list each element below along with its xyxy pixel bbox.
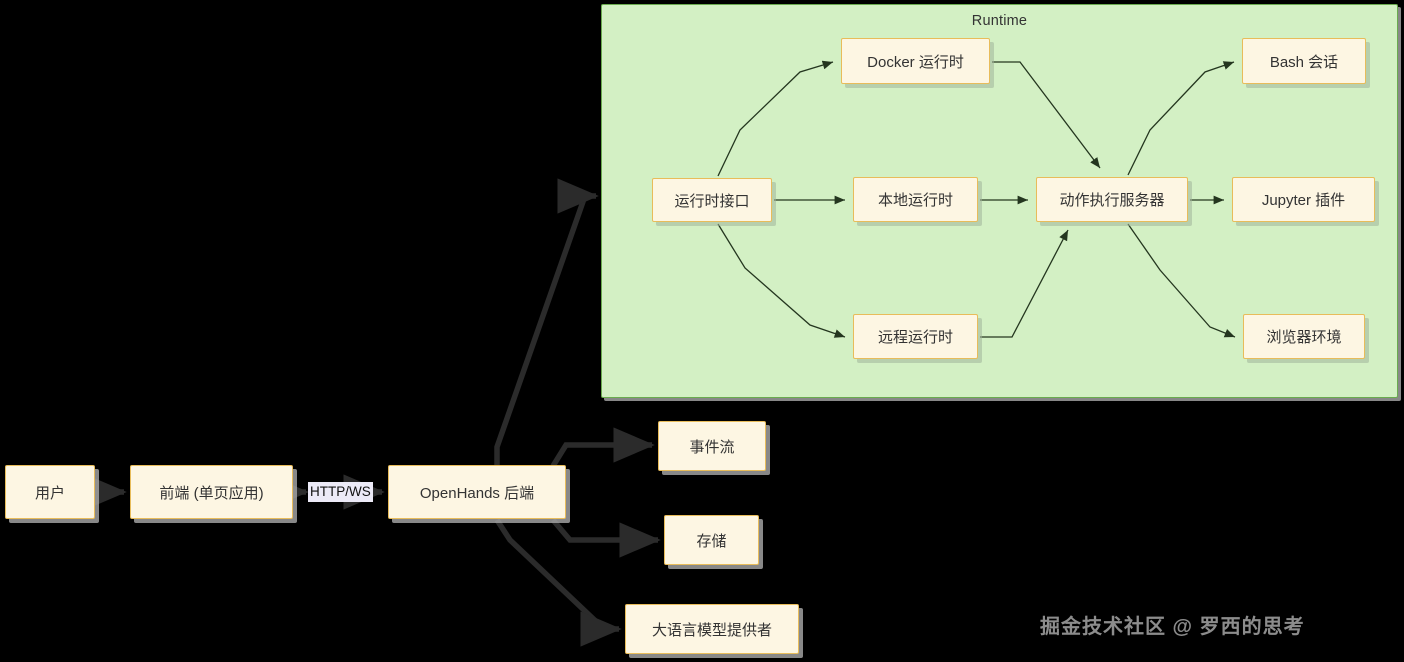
node-backend[interactable]: OpenHands 后端: [388, 465, 566, 519]
edge-backend-storage: [550, 518, 661, 558]
watermark: 掘金技术社区 @ 罗西的思考: [1040, 610, 1305, 639]
node-jupyter-plugin[interactable]: Jupyter 插件: [1232, 177, 1375, 222]
node-remote-runtime-label: 远程运行时: [877, 329, 953, 346]
node-runtime-interface-label: 运行时接口: [674, 192, 750, 210]
edge-label-http-ws-text: HTTP/WS: [310, 484, 371, 499]
edge-remote-actionexec: [980, 229, 1069, 338]
node-docker-runtime[interactable]: Docker 运行时: [841, 38, 990, 84]
node-event-stream[interactable]: 事件流: [658, 421, 766, 471]
node-frontend-label: 前端 (单页应用): [159, 484, 264, 502]
edge-label-http-ws: HTTP/WS: [308, 482, 373, 503]
edge-backend-eventstream: [550, 427, 655, 468]
node-local-runtime-label: 本地运行时: [877, 192, 953, 209]
node-local-runtime[interactable]: 本地运行时: [853, 177, 978, 222]
node-action-execution-server[interactable]: 动作执行服务器: [1036, 177, 1188, 222]
node-user-label: 用户: [34, 484, 65, 502]
node-storage[interactable]: 存储: [664, 515, 759, 565]
node-browser-environment[interactable]: 浏览器环境: [1243, 314, 1365, 359]
node-storage-label: 存储: [696, 532, 727, 550]
node-docker-runtime-label: Docker 运行时: [867, 53, 964, 71]
edge-backend-llm: [494, 518, 622, 647]
node-browser-environment-label: 浏览器环境: [1266, 329, 1342, 346]
edge-docker-actionexec: [992, 61, 1101, 169]
node-event-stream-label: 事件流: [689, 438, 735, 456]
edge-rtinterface-docker: [717, 60, 834, 177]
watermark-text: 掘金技术社区 @ 罗西的思考: [1040, 616, 1305, 638]
node-remote-runtime[interactable]: 远程运行时: [853, 314, 978, 359]
node-user[interactable]: 用户: [5, 465, 95, 519]
node-runtime-interface[interactable]: 运行时接口: [652, 178, 772, 222]
runtime-subgraph-title: Runtime: [971, 13, 1028, 29]
node-llm-provider[interactable]: 大语言模型提供者: [625, 604, 799, 654]
node-bash-session-label: Bash 会话: [1269, 53, 1339, 71]
edge-actionexec-browser: [1127, 223, 1236, 338]
edge-backend-runtime: [494, 178, 599, 466]
edge-actionexec-bash: [1127, 61, 1235, 176]
node-action-execution-server-label: 动作执行服务器: [1059, 192, 1165, 209]
node-llm-provider-label: 大语言模型提供者: [651, 621, 772, 639]
edge-rtinterface-remote: [717, 223, 846, 338]
node-frontend[interactable]: 前端 (单页应用): [130, 465, 293, 519]
node-bash-session[interactable]: Bash 会话: [1242, 38, 1366, 84]
node-backend-label: OpenHands 后端: [419, 484, 535, 502]
node-jupyter-plugin-label: Jupyter 插件: [1261, 192, 1346, 209]
